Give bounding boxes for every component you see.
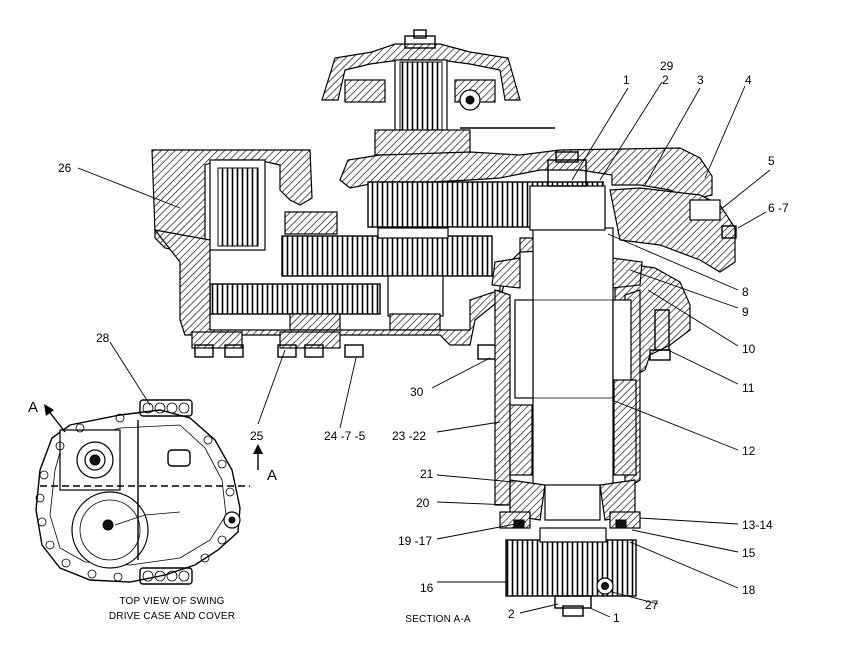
section-caption: SECTION A-A	[405, 614, 471, 625]
gear-train	[209, 181, 604, 331]
upper-housing	[151, 147, 713, 251]
lower-bearing	[499, 479, 641, 617]
section-arrow-right	[253, 444, 263, 470]
callout-23-22: 23 -22	[392, 429, 426, 443]
section-view	[151, 29, 737, 617]
callout-29: 29	[660, 59, 674, 73]
section-mark-a-upper: A	[28, 399, 38, 416]
callout-24-7-5: 24 -7 -5	[324, 429, 366, 443]
top-view	[35, 399, 263, 585]
top-view-caption-line2: DRIVE CASE AND COVER	[109, 611, 235, 622]
callout-8: 8	[742, 285, 749, 299]
callout-9: 9	[742, 305, 749, 319]
callout-18: 18	[742, 583, 756, 597]
callout-10: 10	[742, 342, 756, 356]
perimeter-bolts	[35, 413, 235, 582]
bolt-row-bottom	[139, 567, 193, 585]
callout-28: 28	[96, 331, 110, 345]
callout-15: 15	[742, 546, 756, 560]
callout-19-17: 19 -17	[398, 534, 432, 548]
callout-30: 30	[410, 385, 424, 399]
callout-21: 21	[420, 467, 434, 481]
callout-26: 26	[58, 161, 72, 175]
top-view-caption-line1: TOP VIEW OF SWING	[119, 596, 224, 607]
callout-20: 20	[416, 496, 430, 510]
callout-11: 11	[742, 381, 755, 395]
callout-2-top: 2	[662, 73, 669, 87]
callout-6-7: 6 -7	[768, 201, 789, 215]
section-arrow-upper	[44, 404, 66, 433]
section-mark-a-right: A	[267, 467, 277, 484]
motor-cap	[321, 29, 555, 156]
callout-1-top: 1	[623, 73, 630, 87]
callout-1-bottom: 1	[613, 611, 620, 625]
callout-labels: 1 29 2 3 4 5 6 -7 8 9 10 11 12 13-14 15 …	[58, 59, 789, 625]
callout-25: 25	[250, 429, 264, 443]
callout-3: 3	[697, 73, 704, 87]
leader-lines	[77, 81, 771, 618]
callout-4: 4	[745, 73, 752, 87]
callout-13-14: 13-14	[742, 518, 773, 532]
callout-16: 16	[420, 581, 434, 595]
callout-2-bottom: 2	[508, 607, 515, 621]
callout-27: 27	[645, 598, 659, 612]
bolt-row-top	[139, 399, 193, 417]
callout-5: 5	[768, 154, 775, 168]
callout-12: 12	[742, 444, 756, 458]
